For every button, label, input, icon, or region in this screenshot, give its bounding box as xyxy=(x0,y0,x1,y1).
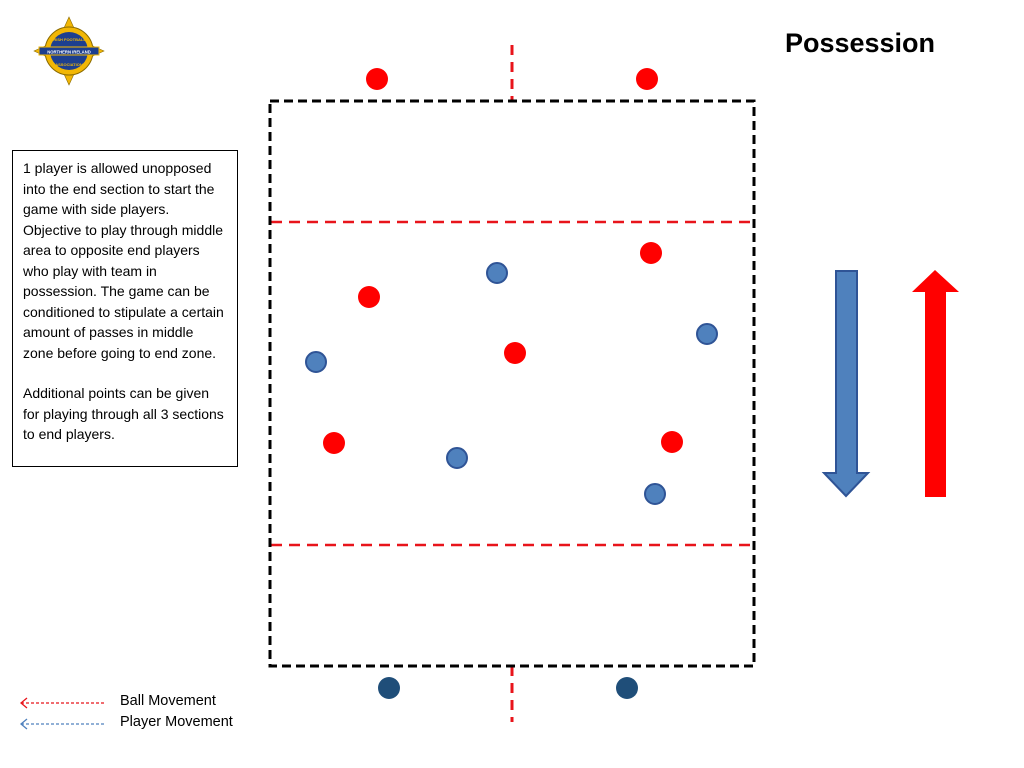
red-player-icon xyxy=(640,242,662,264)
down-arrow-icon xyxy=(821,270,871,498)
up-arrow-icon xyxy=(912,270,959,497)
red-player-icon xyxy=(504,342,526,364)
logo-text-middle: NORTHERN IRELAND xyxy=(47,50,91,55)
red-player-icon xyxy=(358,286,380,308)
legend-item-player-movement: Player Movement xyxy=(14,714,254,734)
pitch-boundary xyxy=(268,99,756,668)
blue-player-icon xyxy=(644,483,666,505)
description-paragraph-1: 1 player is allowed unopposed into the e… xyxy=(23,160,224,361)
red-player-icon xyxy=(323,432,345,454)
legend-label-player-movement: Player Movement xyxy=(120,714,233,730)
page-title: Possession xyxy=(784,28,936,58)
red-end-player xyxy=(366,68,388,90)
player-movement-arrow-icon xyxy=(19,718,106,730)
blue-player-icon xyxy=(305,351,327,373)
description-paragraph-2: Additional points can be given for playi… xyxy=(23,385,224,442)
blue-player-icon xyxy=(446,447,468,469)
legend-label-ball-movement: Ball Movement xyxy=(120,693,216,709)
legend-item-ball-movement: Ball Movement xyxy=(14,693,254,713)
irish-fa-crest-logo: NORTHERN IRELAND IRISH FOOTBALL ASSOCIAT… xyxy=(33,16,105,86)
ball-movement-arrow-icon xyxy=(19,697,106,709)
blue-player-icon xyxy=(696,323,718,345)
red-player-icon xyxy=(661,431,683,453)
red-end-player xyxy=(636,68,658,90)
drill-description-box: 1 player is allowed unopposed into the e… xyxy=(12,150,238,467)
logo-text-bottom: ASSOCIATION xyxy=(55,62,83,67)
blue-player-icon xyxy=(486,262,508,284)
blue-end-player xyxy=(616,677,638,699)
logo-text-top: IRISH FOOTBALL xyxy=(52,37,86,42)
blue-end-player xyxy=(378,677,400,699)
